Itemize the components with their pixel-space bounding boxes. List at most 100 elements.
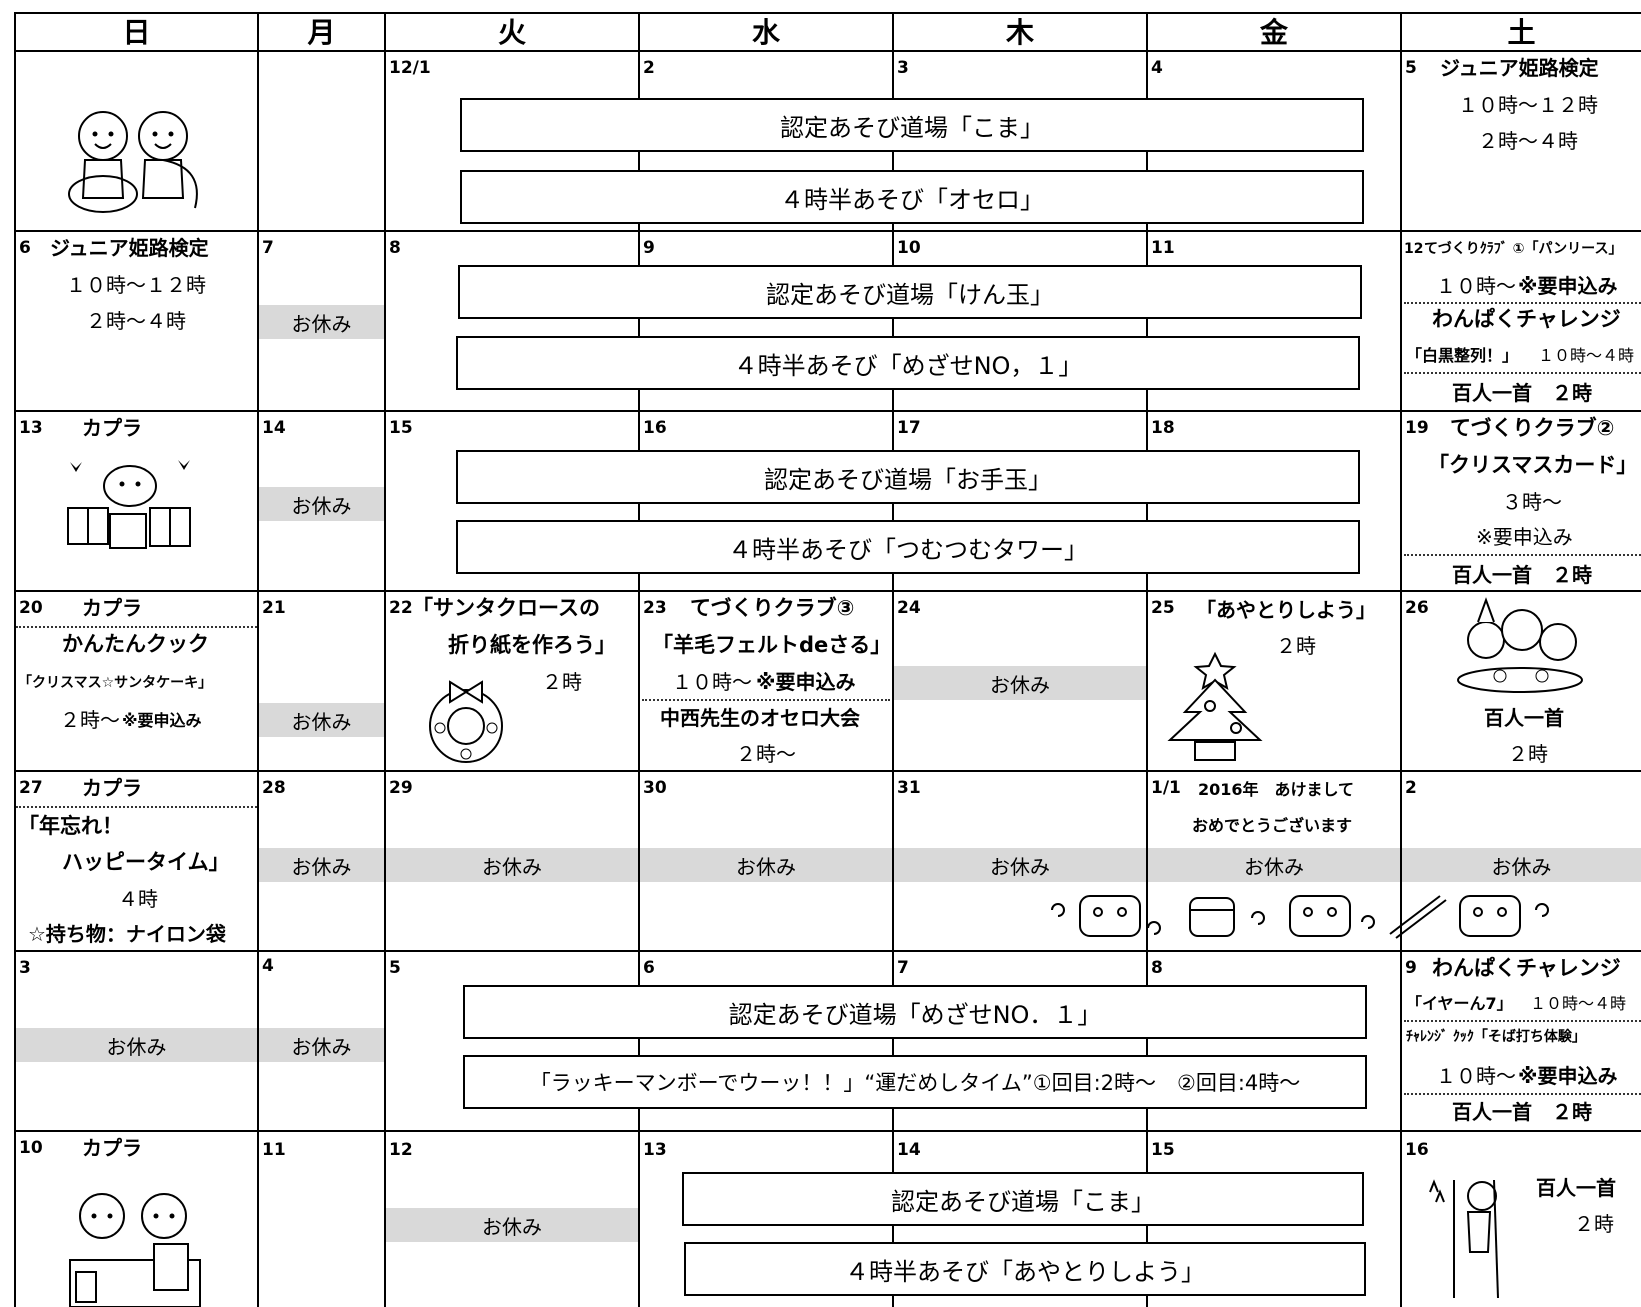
closed-label: お休み (259, 848, 384, 882)
day-number: 2 (643, 58, 655, 78)
event-text: ☆持ち物：ナイロン袋 (28, 922, 226, 946)
day-number: 10 (897, 238, 921, 258)
day-number: 13 (643, 1140, 667, 1160)
day-number: 12 (1404, 241, 1424, 257)
day-number: 16 (1405, 1140, 1429, 1160)
day-number: 1/1 (1151, 778, 1181, 798)
day-number: 20 (19, 598, 43, 618)
day-number: 7 (262, 238, 274, 258)
dotted-divider (16, 626, 257, 628)
event-text: てづくりクラブ③ (690, 596, 855, 620)
event-text: 百人一首 ２時 (1452, 381, 1592, 405)
christmas-tree-illustration (1167, 651, 1263, 761)
event-banner: ４時半あそび「あやとりしよう」 (684, 1242, 1366, 1296)
day-number: 3 (897, 58, 909, 78)
day-number: 28 (262, 778, 286, 798)
day-number: 26 (1405, 598, 1429, 618)
header-tue: 火 (497, 16, 526, 49)
event-banner: 「ラッキーマンボーでウーッ！！」“運だめしタイム”①回目:2時～ ②回目:4時～ (463, 1055, 1367, 1109)
closed-label: お休み (259, 305, 384, 339)
day-number: 13 (19, 418, 43, 438)
grid-line (14, 770, 1641, 772)
dotted-divider (1404, 302, 1641, 304)
header-wed: 水 (751, 16, 780, 49)
event-text: 「年忘れ！ (18, 814, 123, 838)
event-text: カプラ (82, 1136, 142, 1160)
event-text: 「クリスマスカード」 (1428, 453, 1638, 477)
day-number: 6 (19, 238, 31, 258)
event-text: ２時 (1508, 742, 1548, 766)
day-number: 9 (643, 238, 655, 258)
stilts-kid-illustration (1429, 1179, 1499, 1299)
event-text: わんぱくチャレンジ (1432, 956, 1621, 980)
event-text: 百人一首 (1484, 706, 1564, 730)
event-text: ２時～４時 (86, 309, 186, 333)
event-text: １０時～４時 (1530, 994, 1627, 1013)
event-text: ※要申込み (1518, 274, 1618, 298)
event-text: 「羊毛フェルトdeさる」 (652, 633, 892, 657)
event-text: カプラ (82, 596, 142, 620)
event-text: １０時～４時 (1538, 346, 1635, 365)
event-text: 「あやとりしよう」 (1196, 598, 1376, 622)
dotted-divider (642, 699, 890, 701)
grid-line (257, 12, 259, 1307)
closed-label: お休み (259, 1028, 384, 1062)
day-number: 15 (389, 418, 413, 438)
event-banner: 認定あそび道場「こま」 (682, 1172, 1364, 1226)
event-text: 百人一首 (1536, 1176, 1616, 1200)
day-number: 10 (19, 1138, 43, 1158)
event-text: 百人一首 ２時 (1452, 563, 1592, 587)
grid-line (14, 12, 1641, 14)
header-sat: 土 (1507, 16, 1536, 49)
day-number: 29 (389, 778, 413, 798)
grid-line (384, 12, 386, 1307)
event-text: 折り紙を作ろう」 (448, 633, 616, 657)
grid-line (14, 12, 16, 1307)
dotted-divider (16, 806, 257, 808)
day-number: 7 (897, 958, 909, 978)
grid-line (892, 12, 894, 1307)
event-text: おめでとうございます (1192, 816, 1353, 835)
event-text: １０時～１２時 (66, 273, 206, 297)
day-number: 21 (262, 598, 286, 618)
day-number: 27 (19, 778, 43, 798)
grid-line (14, 410, 1641, 412)
event-text: 中西先生のオセロ大会 (660, 706, 860, 730)
event-text: カプラ (82, 416, 142, 440)
event-text: １０時～ (1436, 274, 1516, 298)
wreath-illustration (429, 680, 503, 763)
event-text: ※要申込み (756, 670, 856, 694)
closed-label: お休み (894, 666, 1146, 700)
dotted-divider (1404, 554, 1641, 556)
closed-label: お休み (386, 848, 638, 882)
day-number: 5 (1405, 58, 1417, 78)
closed-label: お休み (894, 848, 1146, 882)
header-mon: 月 (307, 16, 336, 49)
closed-label: お休み (386, 1208, 638, 1242)
day-number: 12/1 (389, 58, 431, 78)
event-text: ジュニア姫路検定 (1440, 56, 1599, 80)
event-text: カプラ (82, 776, 142, 800)
closed-label: お休み (259, 703, 384, 737)
day-number: 23 (643, 598, 667, 618)
day-number: 8 (389, 238, 401, 258)
event-text: ２時 (1574, 1212, 1614, 1236)
day-number: 4 (1151, 58, 1163, 78)
day-number: 16 (643, 418, 667, 438)
day-number: 12 (389, 1140, 413, 1160)
day-number: 3 (19, 958, 31, 978)
event-text: 百人一首 ２時 (1452, 1100, 1592, 1124)
event-text: １０時～ (672, 670, 752, 694)
day-number: 15 (1151, 1140, 1175, 1160)
event-text: 2016年 あけまして (1198, 780, 1355, 799)
event-text: ハッピータイム」 (62, 850, 230, 874)
day-number: 18 (1151, 418, 1175, 438)
kids-writing-illustration (69, 1193, 201, 1307)
day-number: 11 (262, 1140, 286, 1160)
event-text: ※要申込み (1476, 525, 1573, 549)
event-text: ジュニア姫路検定 (50, 236, 209, 260)
event-text: ※要申込み (122, 711, 202, 730)
header-fri: 金 (1259, 16, 1288, 49)
event-text: ﾁｬﾚﾝｼﾞ ｸｯｸ「そば打ち体験」 (1406, 1029, 1586, 1045)
